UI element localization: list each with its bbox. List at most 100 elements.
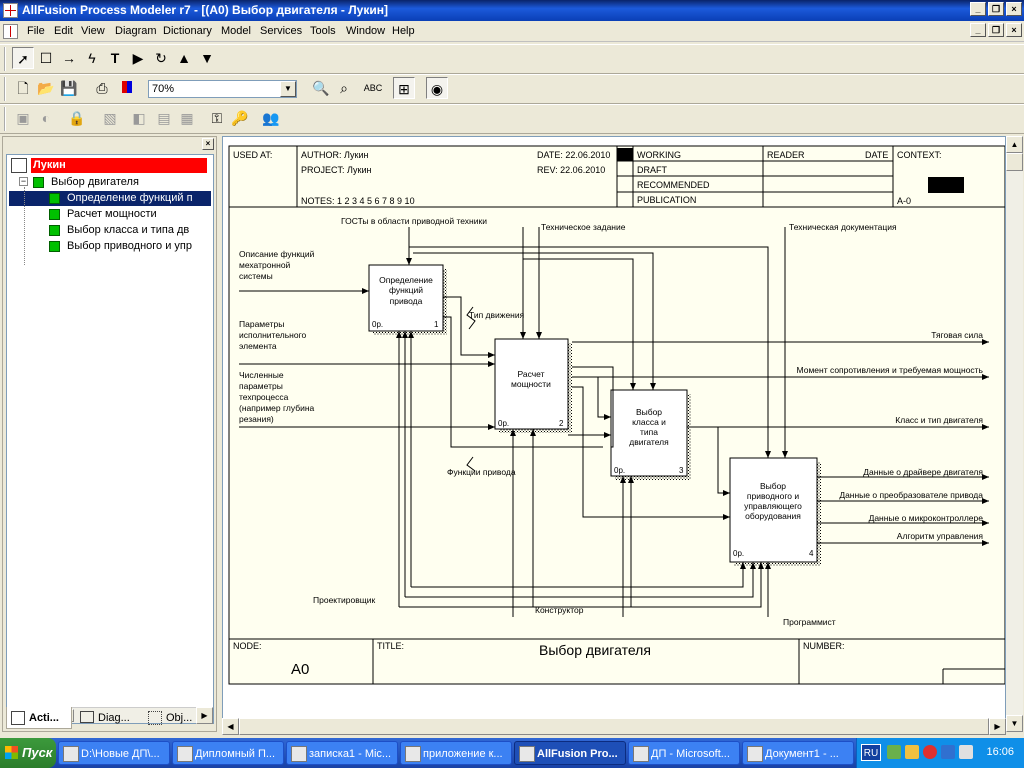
scroll-down-icon[interactable]: ▼ <box>1006 715 1023 732</box>
scroll-right-icon[interactable]: ▶ <box>196 707 213 724</box>
close-button[interactable]: × <box>1006 2 1022 16</box>
canvas-vscroll[interactable]: ▲ ▼ <box>1006 136 1023 732</box>
scroll-up-icon[interactable]: ▲ <box>1006 136 1023 153</box>
security-icon[interactable] <box>905 745 919 759</box>
antivirus-icon[interactable] <box>923 745 937 759</box>
mdi-close-button[interactable]: × <box>1006 23 1022 37</box>
mdi-restore-button[interactable]: ❐ <box>988 23 1004 37</box>
working-status-marker <box>617 148 633 161</box>
tree-item-activity[interactable]: Определение функций п <box>9 191 211 206</box>
status-recommended: RECOMMENDED <box>637 180 710 190</box>
tree-item-activity[interactable]: Выбор приводного и упр <box>9 239 211 254</box>
start-button[interactable]: Пуск <box>0 738 56 768</box>
key-icon[interactable]: 🔑 <box>231 110 249 126</box>
box-tool-icon[interactable]: ☐ <box>39 50 53 66</box>
menu-view[interactable]: View <box>81 25 105 37</box>
minimize-button[interactable]: _ <box>970 2 986 16</box>
box-number: 3 <box>679 466 684 475</box>
new-file-icon[interactable]: 🗋 <box>17 80 29 96</box>
cube-icon[interactable]: ▧ <box>103 110 117 126</box>
panel-close-icon[interactable]: × <box>202 138 214 150</box>
menu-diagram[interactable]: Diagram <box>115 25 157 37</box>
activity-box-2[interactable]: Расчет мощности 0р. 2 <box>494 338 572 433</box>
tab-activities[interactable]: Acti... <box>6 707 72 729</box>
connection-icon[interactable] <box>941 745 955 759</box>
tree-diagram-node[interactable]: − Выбор двигателя <box>19 175 209 190</box>
zoom-select[interactable]: 70% ▼ <box>148 80 297 98</box>
restore-button[interactable]: ❐ <box>988 2 1004 16</box>
rotate-icon[interactable]: ↻ <box>155 50 167 66</box>
task-allfusion[interactable]: AllFusion Pro... <box>514 741 626 765</box>
model-explorer-icon[interactable]: ⊞ <box>393 77 415 99</box>
scroll-right-icon[interactable]: ▶ <box>989 718 1006 735</box>
go-down-icon[interactable]: ▼ <box>200 50 214 66</box>
volume-icon[interactable] <box>959 745 973 759</box>
spell-check-icon[interactable]: ABC <box>363 83 383 93</box>
title-bar[interactable]: AllFusion Process Modeler r7 - [(A0) Выб… <box>0 0 1024 21</box>
task-explorer[interactable]: D:\Новые ДП\... <box>58 741 170 765</box>
report-icon[interactable]: ▣ <box>16 110 30 126</box>
tree-item-activity[interactable]: Выбор класса и типа дв <box>9 223 211 238</box>
menu-model[interactable]: Model <box>221 25 251 37</box>
document-icon[interactable] <box>3 24 18 39</box>
box-label: типа <box>640 427 658 437</box>
print-icon[interactable]: ⎙ <box>96 80 108 96</box>
activity-box-4[interactable]: Выбор приводного и управляющего оборудов… <box>729 457 821 566</box>
arrow-tool-icon[interactable]: → <box>62 50 76 66</box>
diagram-canvas[interactable]: USED AT: AUTHOR: Лукин PROJECT: Лукин NO… <box>222 136 1006 732</box>
task-word-doc1[interactable]: Документ1 - ... <box>742 741 854 765</box>
tab-objects[interactable]: Obj... <box>144 707 208 729</box>
menu-tools[interactable]: Tools <box>310 25 336 37</box>
activity-tree[interactable]: Лукин − Выбор двигателя Определение функ… <box>6 154 214 724</box>
grid-icon[interactable]: ▦ <box>180 110 194 126</box>
task-word-note[interactable]: записка1 - Mic... <box>286 741 398 765</box>
pointer-tool-icon[interactable]: ➚ <box>12 47 34 69</box>
mdi-minimize-button[interactable]: _ <box>970 23 986 37</box>
zoom-value: 70% <box>152 83 175 95</box>
save-icon[interactable]: 💾 <box>60 80 78 96</box>
scroll-thumb[interactable] <box>1006 153 1023 171</box>
merge-icon[interactable]: ◐ <box>41 110 51 126</box>
menu-services[interactable]: Services <box>260 25 303 37</box>
go-to-child-icon[interactable]: ▶ <box>132 50 144 66</box>
menu-dictionary[interactable]: Dictionary <box>163 25 212 37</box>
task-word-appendix[interactable]: приложение к... <box>400 741 512 765</box>
go-to-parent-icon[interactable]: ▲ <box>177 50 191 66</box>
entity-icon[interactable]: ▤ <box>157 110 171 126</box>
tree-item-activity[interactable]: Расчет мощности <box>9 207 211 222</box>
activity-box-3[interactable]: Выбор класса и типа двигателя 0р. 3 <box>610 389 691 480</box>
app-icon[interactable] <box>3 3 18 18</box>
task-word-dp[interactable]: ДП - Microsoft... <box>628 741 740 765</box>
task-word-diploma[interactable]: Дипломный П... <box>172 741 284 765</box>
tab-diagrams[interactable]: Diag... <box>76 707 140 729</box>
canvas-hscroll[interactable]: ◀ ▶ <box>222 718 1006 735</box>
idef0-diagram[interactable]: USED AT: AUTHOR: Лукин PROJECT: Лукин NO… <box>223 137 1006 732</box>
open-folder-icon[interactable]: 📂 <box>37 80 55 96</box>
menu-help[interactable]: Help <box>392 25 415 37</box>
language-indicator[interactable]: RU <box>861 744 881 761</box>
scroll-left-icon[interactable]: ◀ <box>222 718 239 735</box>
menu-window[interactable]: Window <box>346 25 386 37</box>
tree-root[interactable]: Лукин <box>11 158 207 173</box>
zoom-in-icon[interactable]: 🔍 <box>312 80 330 96</box>
people-icon[interactable]: 👥 <box>262 110 280 126</box>
zoom-fit-icon[interactable]: ⌕ <box>340 80 348 96</box>
lock-icon[interactable]: 🔒 <box>68 110 86 126</box>
box2-box4-arrow <box>572 386 730 520</box>
squiggle-tool-icon[interactable]: ϟ <box>88 50 96 66</box>
scroll-thumb[interactable] <box>239 718 989 735</box>
menu-file[interactable]: File <box>27 25 45 37</box>
activity-box-1[interactable]: Определение функций привода 0р. 1 <box>368 264 447 335</box>
menu-edit[interactable]: Edit <box>54 25 73 37</box>
properties-icon[interactable]: ⚿ <box>211 110 223 126</box>
chevron-down-icon[interactable]: ▼ <box>280 81 296 97</box>
arrows[interactable] <box>239 227 989 617</box>
text-tool-icon[interactable]: T <box>110 50 120 66</box>
collapse-icon[interactable]: − <box>19 176 28 186</box>
model-explorer-panel: × Лукин − Выбор двигателя Определение фу… <box>2 136 217 732</box>
network-icon[interactable] <box>887 745 901 759</box>
globe-icon[interactable]: ◉ <box>426 77 448 99</box>
arrow-dictionary-icon[interactable]: ◧ <box>132 110 146 126</box>
color-icon[interactable] <box>116 77 138 99</box>
header-frame <box>229 146 1005 684</box>
